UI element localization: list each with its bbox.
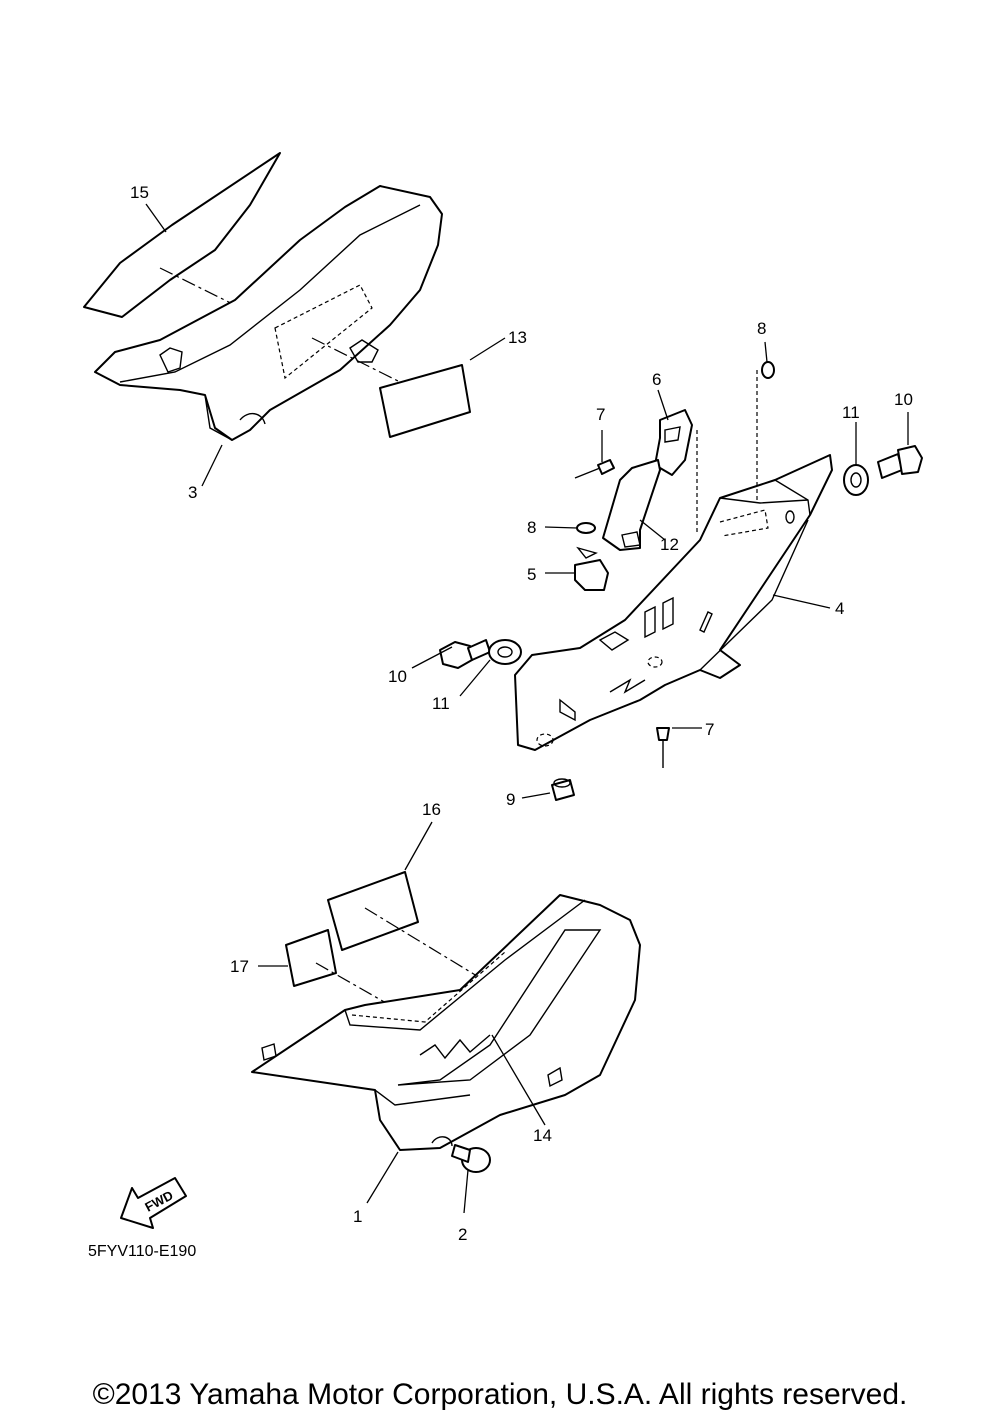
- callout-7a: 7: [596, 405, 605, 424]
- callout-13: 13: [508, 328, 527, 347]
- callout-11b: 11: [842, 403, 860, 422]
- part-7-rivet-lower[interactable]: [656, 727, 670, 768]
- callout-8a: 8: [757, 319, 766, 338]
- callout-3: 3: [188, 483, 197, 502]
- part-16-decal[interactable]: [327, 871, 419, 951]
- part-7-rivet-upper[interactable]: [574, 459, 615, 479]
- part-13-decal[interactable]: [379, 364, 471, 438]
- callout-17: 17: [230, 957, 249, 976]
- part-4-bracket[interactable]: [514, 454, 833, 751]
- part-5-bracket[interactable]: [574, 546, 609, 591]
- callout-15: 15: [130, 183, 149, 202]
- part-8-washer-lower[interactable]: [576, 522, 596, 534]
- callout-7b: 7: [705, 720, 714, 739]
- part-9-grommet[interactable]: [551, 778, 575, 801]
- callout-10a: 10: [388, 667, 407, 686]
- diagram-code: 5FYV110-E190: [88, 1243, 196, 1260]
- callout-1: 1: [353, 1207, 362, 1226]
- callout-16: 16: [422, 800, 441, 819]
- copyright-notice: ©2013 Yamaha Motor Corporation, U.S.A. A…: [92, 1378, 908, 1411]
- leader-lines: [145, 203, 909, 1214]
- fwd-arrow-icon: FWD: [120, 1177, 187, 1229]
- callout-8b: 8: [527, 518, 536, 537]
- callout-14: 14: [533, 1126, 552, 1145]
- alignment-line: [696, 370, 758, 535]
- part-1-side-cover[interactable]: [251, 894, 641, 1151]
- part-8-washer-upper[interactable]: [761, 361, 775, 379]
- part-17-decal[interactable]: [285, 929, 337, 987]
- alignment-line: [311, 337, 401, 383]
- callout-4: 4: [835, 599, 844, 618]
- part-6-clamp[interactable]: [654, 409, 693, 476]
- callout-10b: 10: [894, 390, 913, 409]
- alignment-line: [159, 267, 266, 321]
- part-10-bolt-left[interactable]: [439, 639, 491, 669]
- callout-5: 5: [527, 565, 536, 584]
- callout-2: 2: [458, 1225, 467, 1244]
- callout-12: 12: [660, 535, 679, 554]
- part-12-strap[interactable]: [602, 459, 661, 551]
- callout-9: 9: [506, 790, 515, 809]
- callout-labels: 15 3 13 6 7 8 11 10 8 12 5 4 10 11 7 9 1…: [130, 183, 913, 1244]
- callout-11a: 11: [432, 694, 450, 713]
- part-2-screw[interactable]: [451, 1144, 491, 1173]
- callout-6: 6: [652, 370, 661, 389]
- part-11-grommet-right[interactable]: [843, 464, 869, 496]
- part-3-side-cover[interactable]: [94, 185, 443, 441]
- part-15-decal[interactable]: [83, 152, 281, 318]
- part-10-bolt-right[interactable]: [877, 445, 923, 479]
- part-11-grommet-left[interactable]: [488, 639, 522, 665]
